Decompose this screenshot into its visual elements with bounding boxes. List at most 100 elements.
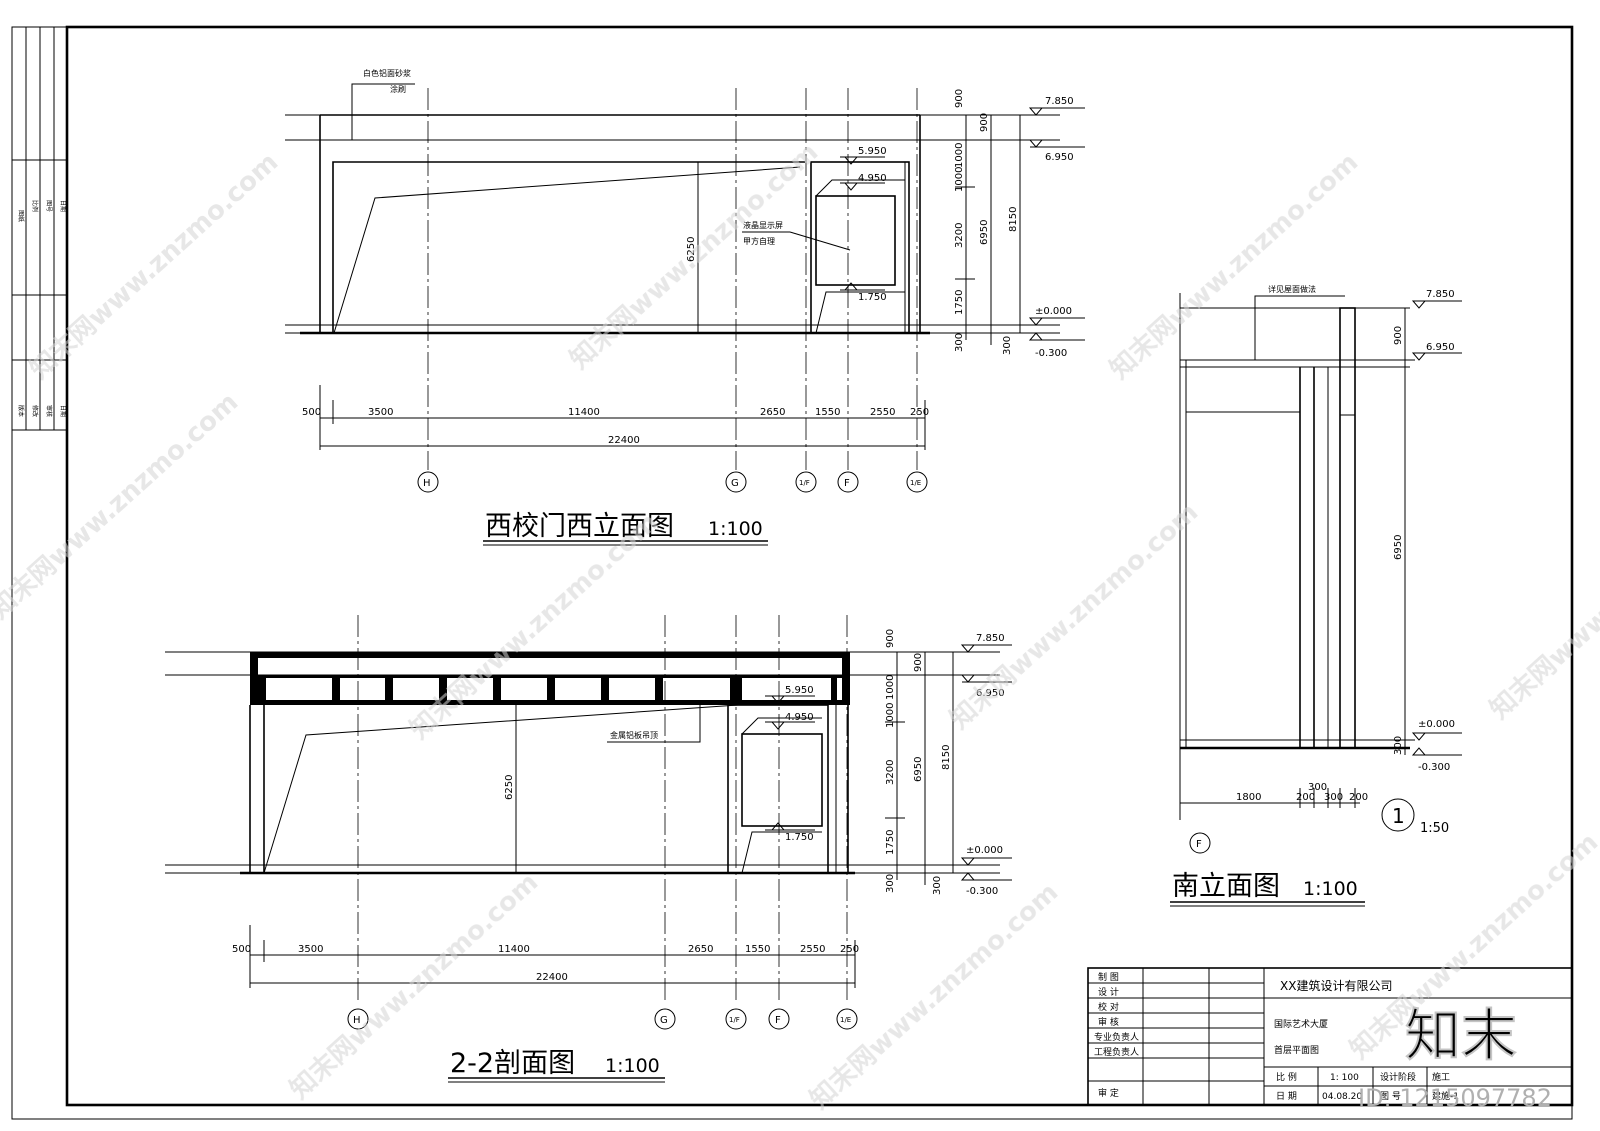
section-scale: 1:100 xyxy=(605,1055,660,1077)
west-axis-bubbles: H G 1/F F 1/E xyxy=(417,471,928,493)
west-level-4950: 4.950 xyxy=(840,173,887,191)
role-design: 设 计 xyxy=(1098,986,1119,998)
svg-text:6250: 6250 xyxy=(504,775,515,800)
svg-text:知末网www.znzmo.com: 知末网www.znzmo.com xyxy=(25,147,285,385)
detail-circle xyxy=(1381,798,1415,832)
svg-text:300: 300 xyxy=(1324,792,1343,803)
svg-text:900: 900 xyxy=(885,629,896,648)
west-level-5950: 5.950 xyxy=(840,146,887,165)
title-block: 制 图 设 计 校 对 审 核 专业负责人 工程负责人 审 定 XX建筑设计有限… xyxy=(1087,967,1573,1106)
west-note-1b: 涂刷 xyxy=(390,84,406,94)
section-2-2: 金属铝板吊顶 5.950 4.950 1.750 900 900 1000 10 xyxy=(165,615,1012,1083)
svg-text:知末网www.znzmo.com: 知末网www.znzmo.com xyxy=(1105,147,1365,385)
west-level-m0300: -0.300 xyxy=(1028,332,1085,359)
svg-text:8150: 8150 xyxy=(1008,207,1019,232)
svg-text:1/E: 1/E xyxy=(910,479,921,487)
svg-text:F: F xyxy=(1196,839,1202,850)
section-level-0000: ±0.000 xyxy=(960,845,1012,866)
west-level-1750: 1.750 xyxy=(840,282,887,303)
svg-text:±0.000: ±0.000 xyxy=(966,845,1003,856)
svg-text:1550: 1550 xyxy=(745,944,770,955)
south-level-6950: 6.950 xyxy=(1411,342,1462,361)
strip-text-8: 日期 xyxy=(59,405,67,417)
svg-text:6250: 6250 xyxy=(686,237,697,262)
svg-text:500: 500 xyxy=(302,407,321,418)
section-level-6950: 6.950 xyxy=(960,674,1012,699)
strip-text-2: 比例 xyxy=(31,200,39,212)
svg-text:H: H xyxy=(423,478,431,489)
svg-text:2550: 2550 xyxy=(870,407,895,418)
svg-text:1/F: 1/F xyxy=(799,479,810,487)
svg-text:250: 250 xyxy=(840,944,859,955)
svg-text:5.950: 5.950 xyxy=(785,685,814,696)
svg-text:1: 1 xyxy=(1392,804,1405,828)
svg-text:1750: 1750 xyxy=(954,290,965,315)
svg-text:300: 300 xyxy=(954,333,965,352)
svg-text:设计阶段: 设计阶段 xyxy=(1380,1071,1416,1083)
svg-text:6.950: 6.950 xyxy=(976,688,1005,699)
strip-text-1: 图纸 xyxy=(17,210,25,222)
svg-text:1800: 1800 xyxy=(1236,792,1261,803)
strip-text-6: 修改 xyxy=(31,405,39,417)
role-review: 审 核 xyxy=(1098,1016,1119,1028)
svg-text:250: 250 xyxy=(910,407,929,418)
svg-text:6950: 6950 xyxy=(913,757,924,782)
section-level-7850: 7.850 xyxy=(960,633,1012,653)
section-axis-bubbles: H G 1/F F 1/E xyxy=(347,1008,858,1030)
svg-text:1/F: 1/F xyxy=(729,1016,740,1024)
role-approve: 审 定 xyxy=(1098,1087,1119,1099)
svg-text:1750: 1750 xyxy=(885,830,896,855)
left-strip: 图纸 比例 图号 日期 版本 修改 审核 日期 xyxy=(12,27,67,431)
south-title: 南立面图 xyxy=(1172,871,1280,902)
south-level-0000: ±0.000 xyxy=(1411,719,1462,741)
svg-text:F: F xyxy=(775,1015,781,1026)
svg-text:建施-1: 建施-1 xyxy=(1432,1090,1459,1102)
svg-text:2550: 2550 xyxy=(800,944,825,955)
west-note-2b: 甲方自理 xyxy=(743,236,775,246)
svg-text:500: 500 xyxy=(232,944,251,955)
svg-text:知末网www.znzmo.com: 知末网www.znzmo.com xyxy=(945,497,1205,735)
svg-text:7.850: 7.850 xyxy=(1045,96,1074,107)
strip-text-7: 审核 xyxy=(45,405,53,417)
svg-text:1000: 1000 xyxy=(885,675,896,700)
svg-text:22400: 22400 xyxy=(608,435,640,446)
svg-text:施工: 施工 xyxy=(1432,1071,1450,1083)
company-name: XX建筑设计有限公司 xyxy=(1280,978,1392,993)
role-check: 校 对 xyxy=(1098,1001,1119,1013)
south-note: 详见屋面做法 xyxy=(1268,284,1316,294)
west-elevation: 白色铝面砂浆 涂刷 液晶显示屏 甲方自理 5.950 4.950 1.750 9… xyxy=(285,68,1085,546)
strip-text-3: 图号 xyxy=(45,200,52,212)
svg-text:比 例: 比 例 xyxy=(1276,1071,1297,1083)
west-title: 西校门西立面图 xyxy=(485,511,674,542)
drawing-name: 首层平面图 xyxy=(1274,1044,1319,1056)
svg-text:F: F xyxy=(844,478,850,489)
svg-text:知末网www.znzmo.com: 知末网www.znzmo.com xyxy=(0,387,244,625)
svg-text:6.950: 6.950 xyxy=(1426,342,1455,353)
svg-text:11400: 11400 xyxy=(568,407,600,418)
svg-text:900: 900 xyxy=(979,113,990,132)
svg-text:±0.000: ±0.000 xyxy=(1418,719,1455,730)
svg-text:6.950: 6.950 xyxy=(1045,152,1074,163)
svg-text:图 号: 图 号 xyxy=(1380,1091,1401,1102)
project-name: 国际艺术大厦 xyxy=(1274,1018,1328,1030)
svg-text:知末网www.znzmo.com: 知末网www.znzmo.com xyxy=(565,137,825,375)
svg-text:±0.000: ±0.000 xyxy=(1035,306,1072,317)
west-level-0000: ±0.000 xyxy=(1028,306,1085,326)
strip-text-4: 日期 xyxy=(59,200,67,212)
svg-text:900: 900 xyxy=(913,653,924,672)
svg-text:G: G xyxy=(660,1015,668,1026)
svg-text:300: 300 xyxy=(1393,736,1404,755)
section-note: 金属铝板吊顶 xyxy=(610,730,658,740)
south-level-m0300: -0.300 xyxy=(1411,747,1462,773)
svg-text:3200: 3200 xyxy=(954,223,965,248)
svg-text:22400: 22400 xyxy=(536,972,568,983)
svg-text:1:50: 1:50 xyxy=(1420,821,1449,836)
svg-text:知末网www.znzmo.com: 知末网www.znzmo.com xyxy=(805,877,1065,1115)
svg-text:1000: 1000 xyxy=(954,167,965,192)
svg-text:3500: 3500 xyxy=(298,944,323,955)
svg-text:200: 200 xyxy=(1296,792,1315,803)
role-drawn: 制 图 xyxy=(1098,971,1119,983)
south-scale: 1:100 xyxy=(1303,878,1358,900)
section-level-m0300: -0.300 xyxy=(960,872,1012,897)
